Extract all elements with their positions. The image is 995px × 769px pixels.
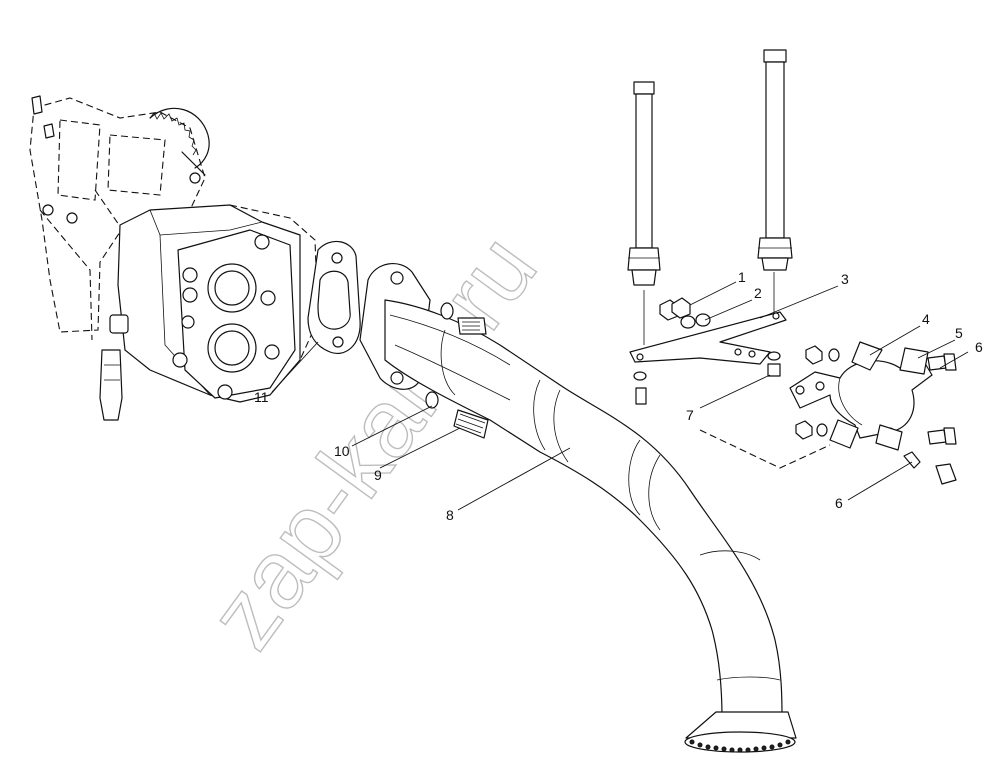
gasket-11 (307, 240, 361, 354)
callout-6-upper: 6 (975, 339, 983, 355)
callout-9: 9 (374, 467, 382, 483)
clamp-4 (789, 341, 933, 451)
callout-11: 11 (254, 389, 269, 405)
callout-3: 3 (841, 271, 849, 287)
nuts-washers-1-2 (633, 297, 781, 405)
callout-labels: 1 2 3 4 5 6 6 7 8 9 10 11 (254, 269, 983, 523)
callout-7: 7 (686, 407, 694, 423)
callout-5: 5 (955, 325, 963, 341)
bracket-3 (629, 311, 787, 365)
pump-assembly (29, 95, 319, 421)
dipstick-tubes (627, 49, 793, 345)
callout-6-lower: 6 (835, 495, 843, 511)
callout-10: 10 (334, 443, 350, 459)
clamp-hardware-5-6 (699, 345, 957, 485)
leader-lines (271, 281, 969, 511)
pipe-8 (359, 263, 797, 753)
callout-1: 1 (738, 269, 746, 285)
callout-2: 2 (754, 285, 762, 301)
callout-8: 8 (446, 507, 454, 523)
callout-4: 4 (922, 311, 930, 327)
strainer-holes (689, 739, 791, 753)
bolts-9 (425, 302, 489, 439)
